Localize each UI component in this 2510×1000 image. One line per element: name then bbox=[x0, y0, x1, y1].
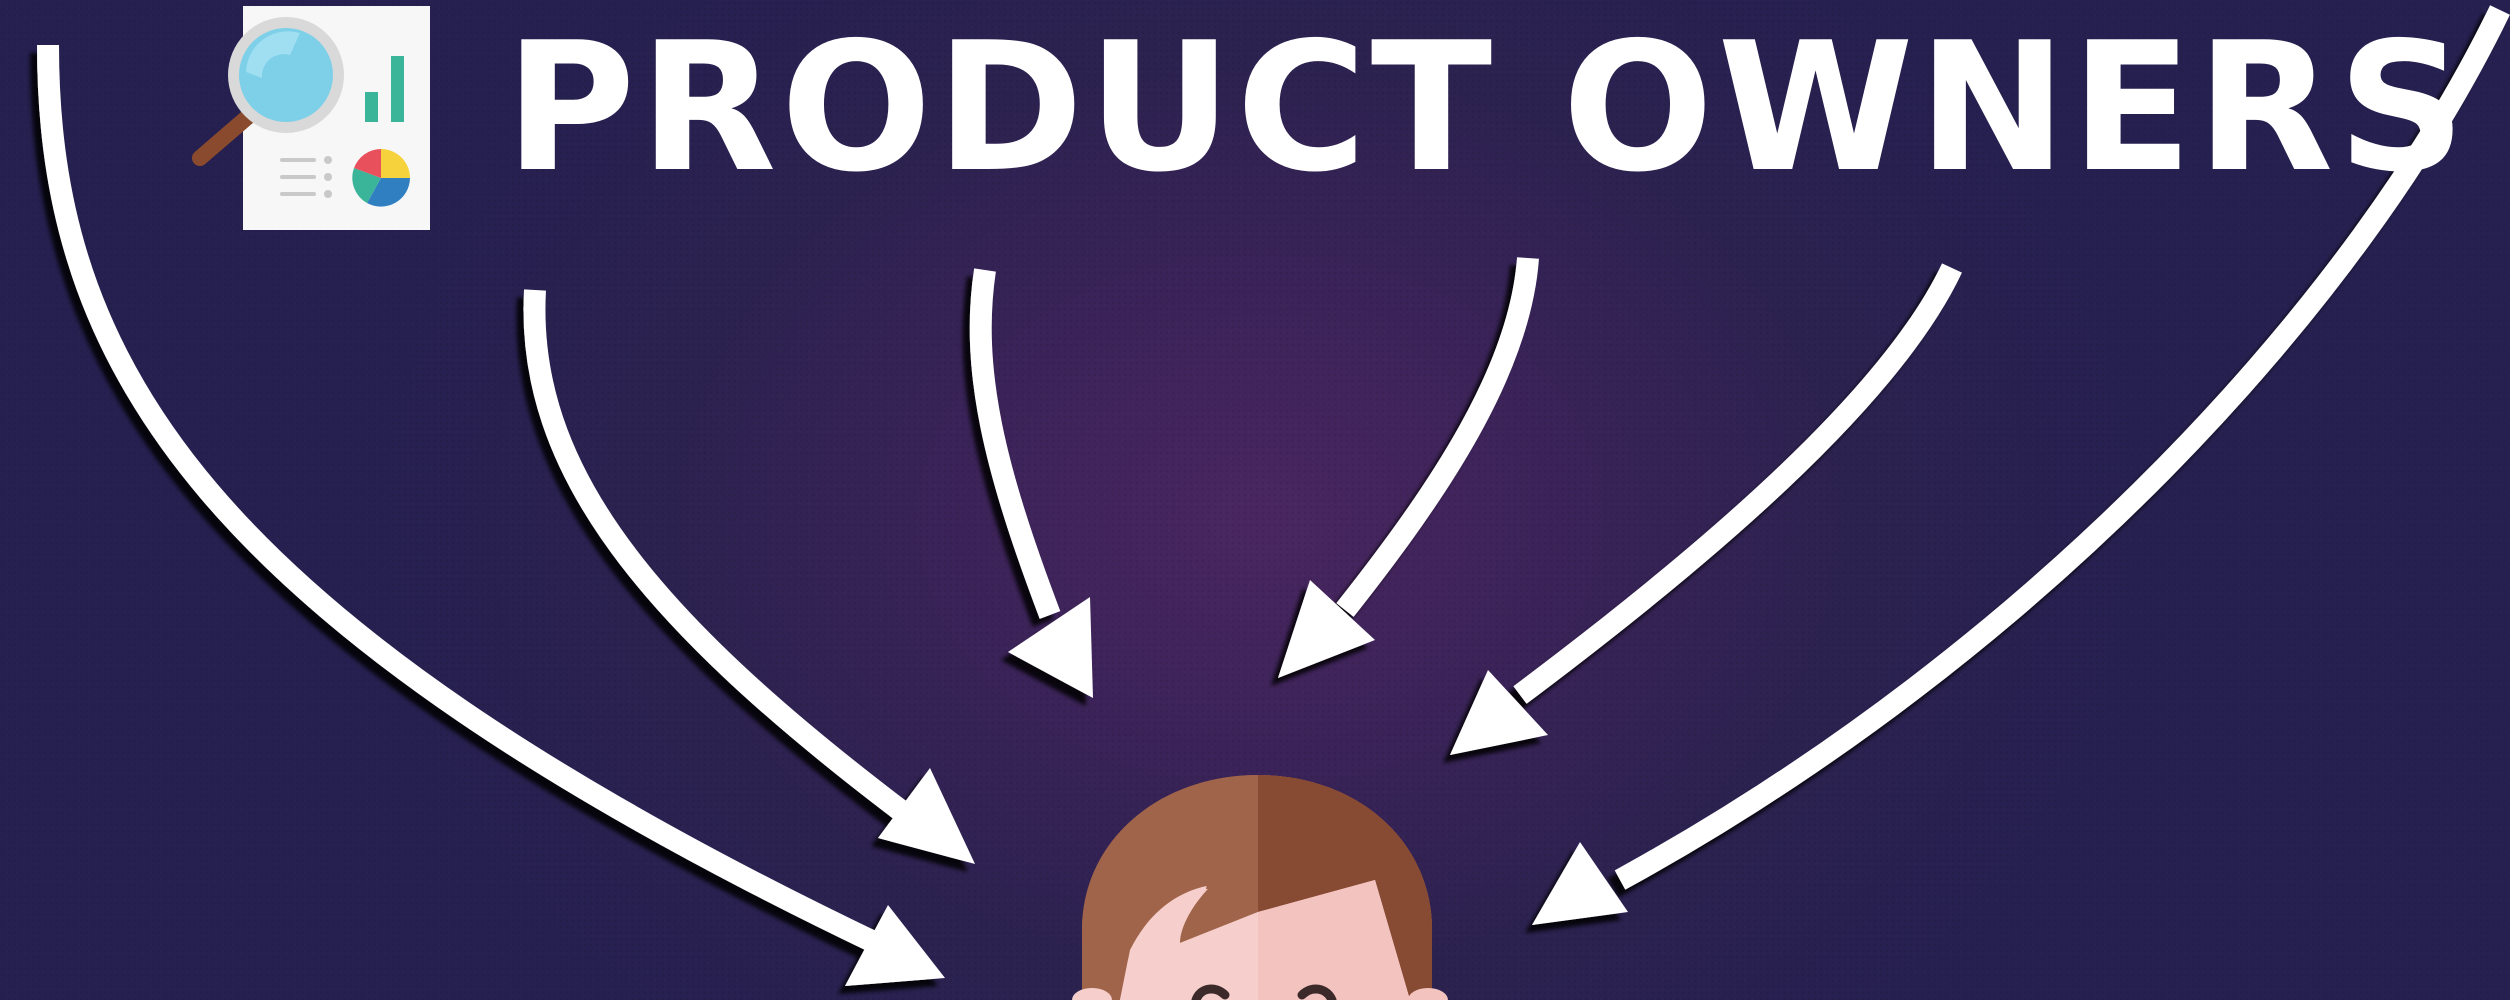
arrow-right bbox=[1450, 268, 1952, 755]
arrow-left bbox=[534, 290, 975, 864]
arrow-center-right bbox=[1278, 258, 1528, 678]
page-title: PRODUCT OWNERS bbox=[505, 18, 2470, 198]
arrow-center-left bbox=[981, 270, 1093, 698]
product-analytics-report-icon bbox=[200, 6, 430, 230]
person-head-icon bbox=[1072, 775, 1448, 1000]
